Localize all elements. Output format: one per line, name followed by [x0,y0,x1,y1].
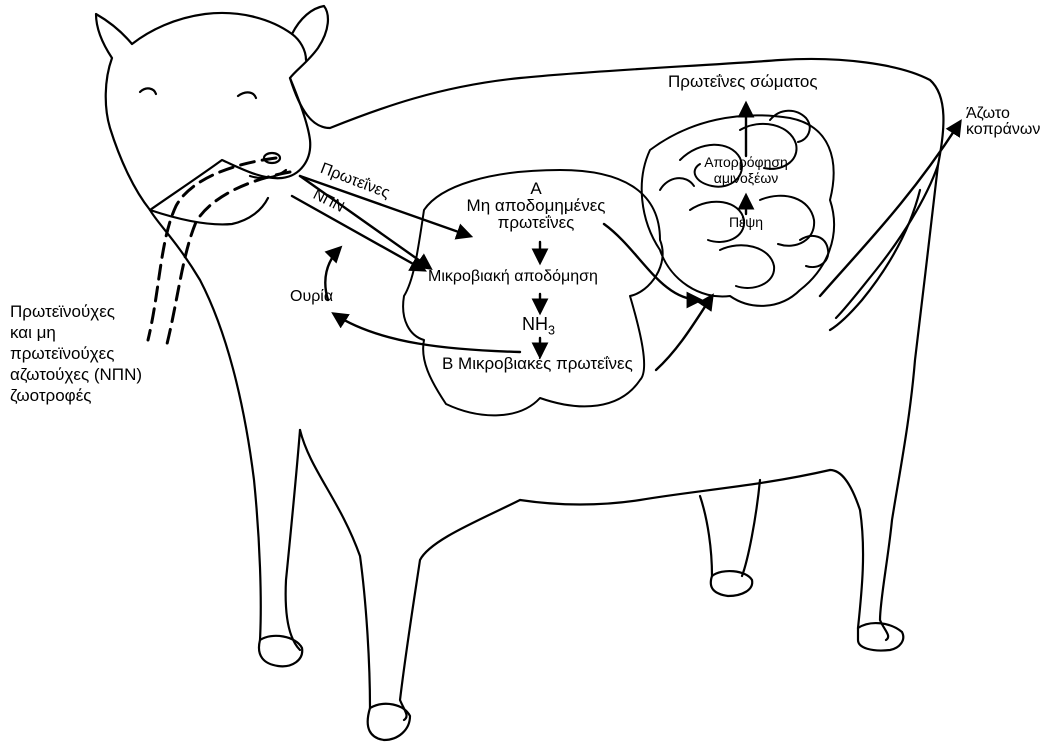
sheep-head-outline [96,6,328,210]
sheep-eye-left [140,88,156,94]
body-proteins-label: Πρωτεΐνες σώματος [668,72,818,92]
microbial-degradation-label: Μικροβιακή αποδόμηση [428,268,598,287]
fecal-nitrogen-label: Άζωτο κοπράνων [966,106,1040,138]
feed-tube-outer [148,158,276,340]
sheep-belly-outline [520,470,830,505]
nh3-label: NH3 [522,314,555,338]
microbial-to-intestine-arrow [656,296,712,370]
sheep-hind-leg-2-front [700,496,712,576]
sheep-neck-back-outline [290,59,943,165]
intestine-coil-4 [760,196,814,246]
urea-label: Ουρία [290,288,333,307]
sheep-hind-hoof-2 [711,571,752,596]
sheep-front-hoof-2 [259,636,302,666]
sheep-front-hoof [368,704,410,740]
digestion-label: Πέψη [729,214,763,231]
sheep-hind-leg-front [830,470,863,628]
npn-arrow [292,196,424,270]
intestine-outline [642,115,834,305]
section-a-label: Α Μη αποδομημένες πρωτεΐνες [467,180,606,231]
microbial-proteins-label: Β Μικροβιακές πρωτεΐνες [442,354,633,374]
nh3-to-urea-arrow [334,314,520,352]
sheep-front-leg-inner [300,430,370,708]
sheep-rump-outline [880,165,938,640]
intestine-coil-5 [720,245,774,288]
absorption-label: Απορρόφηση αμινοξέων [704,154,788,186]
sheep-hind-leg-2 [742,480,760,576]
sheep-hind-hoof [858,623,903,650]
fecal-nitrogen-arrow [820,122,960,296]
feed-tube-inner [166,172,290,348]
sheep-eye-right [238,92,256,98]
intestine-coil-7 [660,178,694,190]
sheep-neck-fold [150,198,268,224]
sheep-front-leg-back [286,430,300,650]
feed-label: Πρωτεϊνούχες και μη πρωτεϊνούχες αζωτούχ… [10,302,142,407]
sheep-chest-outline [150,210,261,640]
sheep-front-leg-outline [400,500,520,720]
sheep-ear-inner [292,34,306,60]
